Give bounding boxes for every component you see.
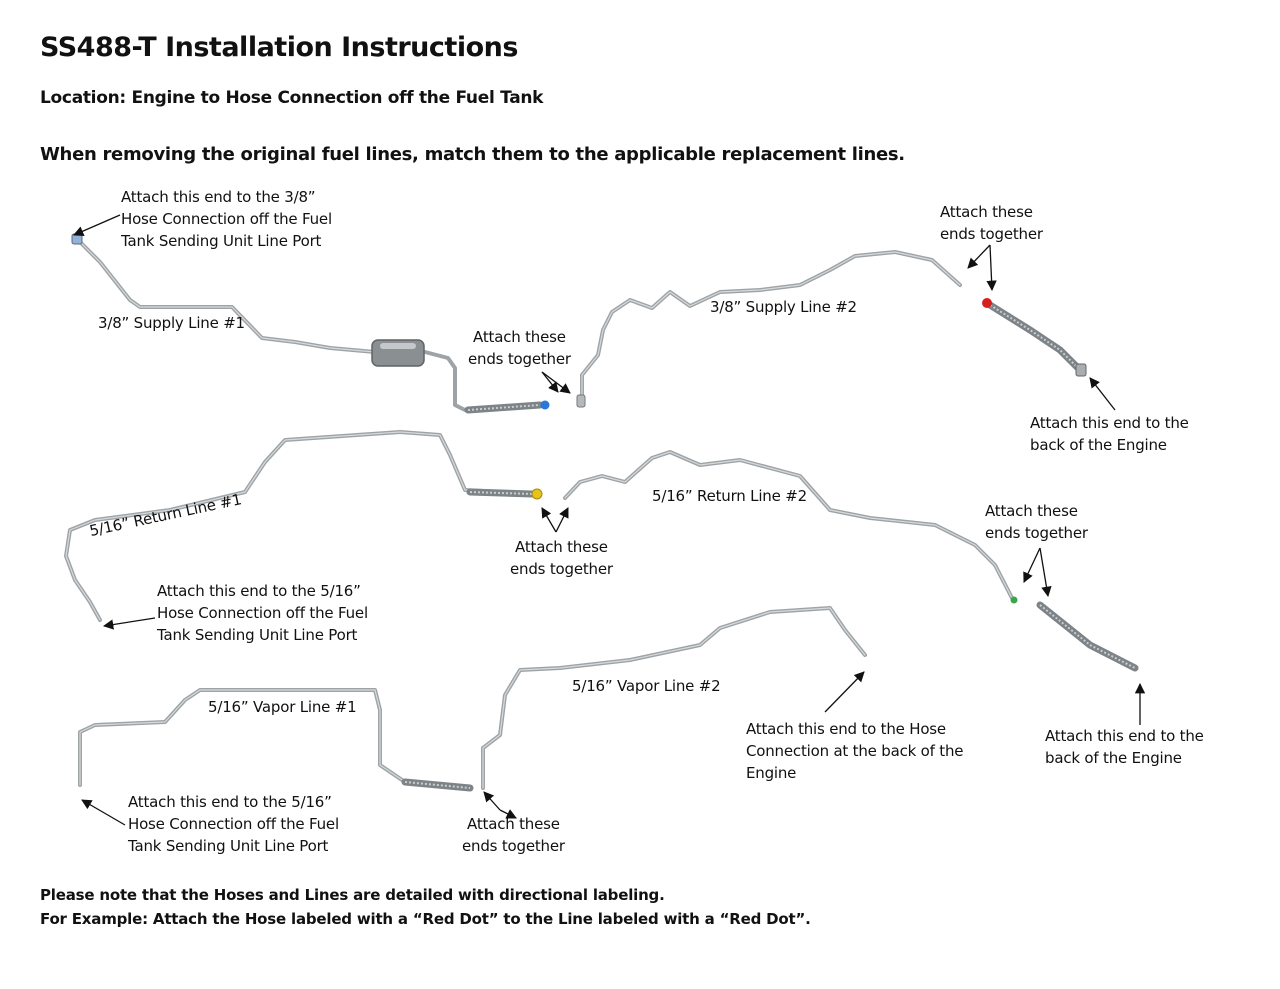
vapor-join-label: Attach these ends together (462, 813, 565, 857)
label-line: Attach this end to the Hose (746, 720, 946, 738)
label-line: ends together (940, 225, 1043, 243)
green-dot-fitting (1010, 596, 1018, 604)
label-line: ends together (462, 837, 565, 855)
supply-end-join-label: Attach these ends together (940, 201, 1043, 245)
supply-line-2-name: 3/8” Supply Line #2 (710, 298, 857, 316)
label-line: ends together (468, 350, 571, 368)
supply-line-1 (71, 233, 550, 414)
label-line: Attach these (985, 502, 1078, 520)
location-heading: Location: Engine to Hose Connection off … (40, 88, 544, 108)
label-line: ends together (985, 524, 1088, 542)
return-line-2-name: 5/16” Return Line #2 (652, 487, 807, 505)
label-line: Attach this end to the 5/16” (128, 793, 332, 811)
note-line-2: For Example: Attach the Hose labeled wit… (40, 910, 811, 928)
supply-join-label: Attach these ends together (468, 326, 571, 370)
vapor-line-1 (78, 688, 474, 792)
return-end-join-label: Attach these ends together (985, 500, 1088, 544)
supply-engine-label: Attach this end to the back of the Engin… (1030, 412, 1189, 456)
label-line: back of the Engine (1045, 749, 1182, 767)
blue-dot-fitting (540, 400, 550, 410)
return-line-2 (563, 450, 1139, 672)
vapor-line-1-tank-label: Attach this end to the 5/16” Hose Connec… (128, 791, 339, 857)
red-dot-fitting (982, 298, 992, 308)
label-line: Attach this end to the 3/8” (121, 188, 316, 206)
label-line: Attach these (473, 328, 566, 346)
label-line: back of the Engine (1030, 436, 1167, 454)
label-line: ends together (510, 560, 613, 578)
label-line: Attach these (515, 538, 608, 556)
label-line: Engine (746, 764, 797, 782)
annotation-arrows (73, 214, 1146, 826)
return-join-label: Attach these ends together (510, 536, 613, 580)
label-line: Attach this end to the 5/16” (157, 582, 361, 600)
label-line: Attach this end to the (1045, 727, 1204, 745)
instruction-heading: When removing the original fuel lines, m… (40, 144, 905, 165)
return-line-1-tank-label: Attach this end to the 5/16” Hose Connec… (157, 580, 368, 646)
label-line: Connection at the back of the (746, 742, 964, 760)
vapor-line-1-name: 5/16” Vapor Line #1 (208, 698, 357, 716)
return-line-1 (64, 430, 543, 622)
supply-line-1-tank-label: Attach this end to the 3/8” Hose Connect… (121, 186, 332, 252)
return-engine-label: Attach this end to the back of the Engin… (1045, 725, 1204, 769)
label-line: Tank Sending Unit Line Port (128, 837, 329, 855)
label-line: Attach this end to the (1030, 414, 1189, 432)
label-line: Attach these (940, 203, 1033, 221)
label-line: Hose Connection off the Fuel (121, 210, 332, 228)
vapor-engine-label: Attach this end to the Hose Connection a… (746, 718, 964, 784)
supply-line-1-name: 3/8” Supply Line #1 (98, 314, 245, 332)
vapor-line-2 (481, 606, 867, 790)
vapor-line-2-name: 5/16” Vapor Line #2 (572, 677, 721, 695)
page-title: SS488-T Installation Instructions (40, 32, 518, 63)
label-line: Hose Connection off the Fuel (157, 604, 368, 622)
label-line: Attach these (467, 815, 560, 833)
label-line: Hose Connection off the Fuel (128, 815, 339, 833)
label-line: Tank Sending Unit Line Port (157, 626, 358, 644)
note-line-1: Please note that the Hoses and Lines are… (40, 886, 665, 904)
supply-line-2 (576, 250, 1087, 408)
label-line: Tank Sending Unit Line Port (121, 232, 322, 250)
yellow-dot-fitting (531, 488, 543, 500)
